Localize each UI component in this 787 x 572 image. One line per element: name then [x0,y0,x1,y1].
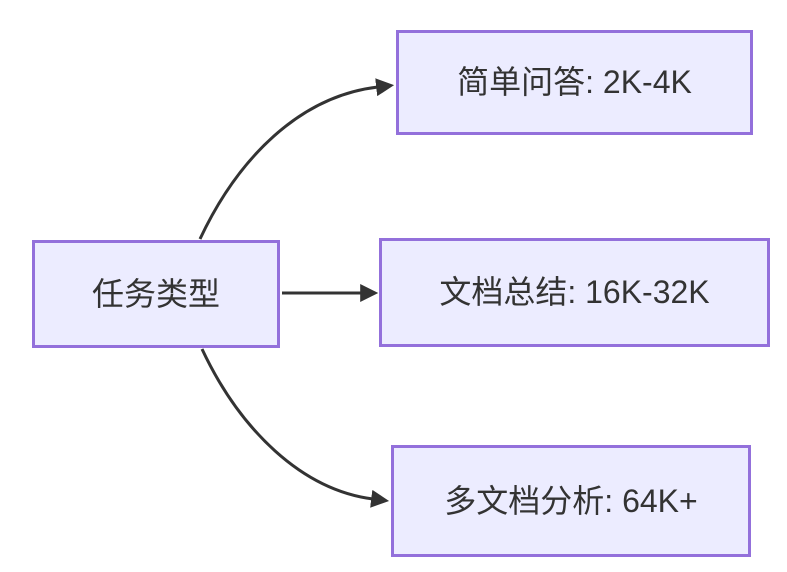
node-simple-qa-label: 简单问答: 2K-4K [457,64,692,101]
node-simple-qa: 简单问答: 2K-4K [396,30,753,135]
node-doc-summary: 文档总结: 16K-32K [379,238,770,347]
node-task-type-label: 任务类型 [91,275,220,312]
node-multi-doc-label: 多文档分析: 64K+ [444,482,698,519]
edge-task-to-simple-qa [198,78,395,240]
node-doc-summary-label: 文档总结: 16K-32K [439,274,710,311]
node-task-type: 任务类型 [32,240,280,348]
node-multi-doc: 多文档分析: 64K+ [391,445,751,557]
edge-task-to-multi-doc [200,348,390,508]
